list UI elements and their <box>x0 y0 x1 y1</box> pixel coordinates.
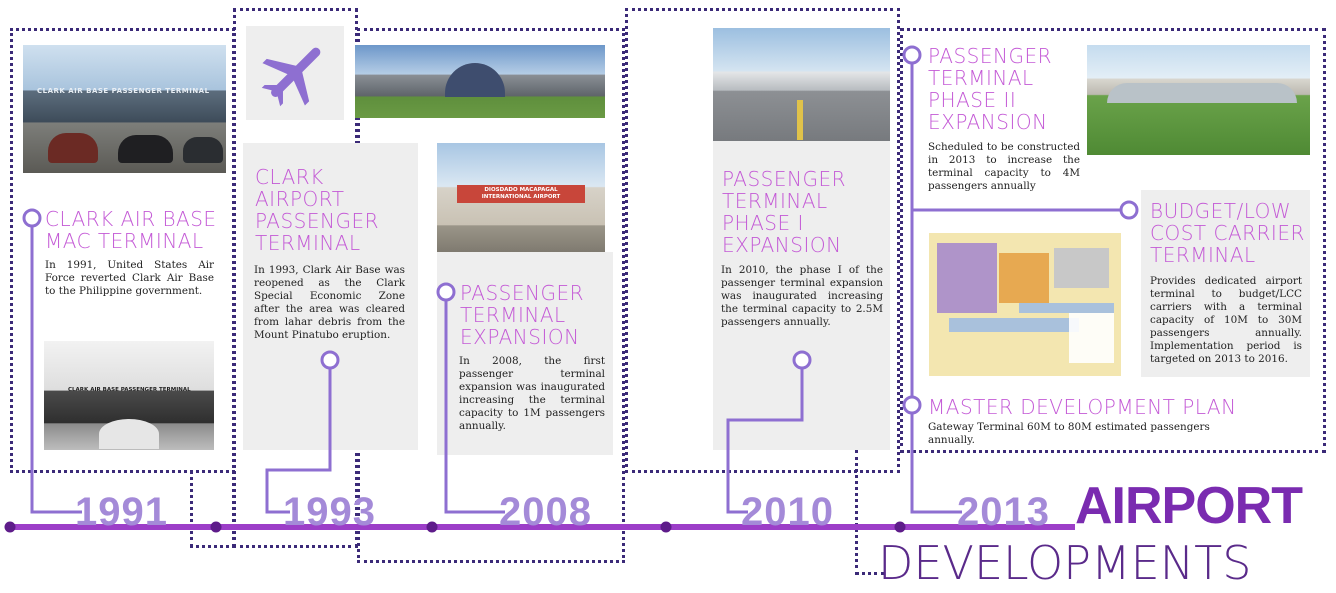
node-master <box>902 395 922 415</box>
heading-budget: BUDGET/LOW COST CARRIER TERMINAL <box>1150 199 1305 267</box>
text-master: Gateway Terminal 60M to 80M estimated pa… <box>928 421 1210 446</box>
connector-1993 <box>265 368 332 514</box>
text-phase2: Scheduled to be constructed in 2013 to i… <box>928 141 1080 192</box>
photo-2008-terminal: DIOSDADO MACAPAGAL INTERNATIONAL AIRPORT <box>437 143 605 252</box>
connector-2013 <box>910 58 962 514</box>
connector-2010 <box>726 368 804 514</box>
photo-2013-phase2 <box>1087 45 1310 155</box>
airplane-icon-tile <box>246 26 344 120</box>
heading-phase2: PASSENGER TERMINAL PHASE II EXPANSION <box>928 44 1052 134</box>
year-2013: 2013 <box>957 490 1050 534</box>
node-2008 <box>436 282 456 302</box>
photo-1991-vintage-caption: CLARK AIR BASE PASSENGER TERMINAL <box>68 387 191 393</box>
node-phase2 <box>902 45 922 65</box>
photo-master-plan <box>929 233 1121 376</box>
timeline-dot-4 <box>660 521 672 533</box>
node-1993 <box>320 350 340 370</box>
connector-2008 <box>444 300 505 514</box>
photo-2010-terminal <box>713 28 890 141</box>
photo-1991-vintage: CLARK AIR BASE PASSENGER TERMINAL <box>44 341 214 450</box>
text-budget: Provides dedicated airport terminal to b… <box>1150 275 1302 365</box>
year-2008: 2008 <box>499 490 592 534</box>
heading-2010: PASSENGER TERMINAL PHASE I EXPANSION <box>722 167 846 257</box>
node-budget <box>1119 200 1139 220</box>
timeline-dot-1 <box>4 521 16 533</box>
heading-1991: CLARK AIR BASE MAC TERMINAL <box>45 207 217 253</box>
timeline-dot-5 <box>894 521 906 533</box>
node-2010 <box>792 350 812 370</box>
text-2008: In 2008, the first passenger terminal ex… <box>459 355 605 432</box>
connector-1991 <box>30 226 82 514</box>
timeline-dot-3 <box>426 521 438 533</box>
title-developments: DEVELOPMENTS <box>878 536 1252 590</box>
text-1993: In 1993, Clark Air Base was reopened as … <box>254 264 405 341</box>
photo-1991-caption: CLARK AIR BASE PASSENGER TERMINAL <box>37 87 210 95</box>
timeline-dot-2 <box>210 521 222 533</box>
title-airport: AIRPORT <box>1075 477 1303 535</box>
year-1991: 1991 <box>75 490 168 534</box>
node-1991 <box>22 208 42 228</box>
frame-2013 <box>900 28 1326 453</box>
year-2010: 2010 <box>741 490 834 534</box>
panel-2008-bg <box>437 252 613 455</box>
panel-budget-bg <box>1141 190 1310 377</box>
frame-2010 <box>625 8 900 473</box>
heading-master: MASTER DEVELOPMENT PLAN <box>928 395 1237 419</box>
heading-2008: PASSENGER TERMINAL EXPANSION <box>460 281 584 349</box>
photo-2008-caption: DIOSDADO MACAPAGAL INTERNATIONAL AIRPORT <box>481 187 561 200</box>
airplane-icon <box>261 47 321 107</box>
heading-1993: CLARK AIRPORT PASSENGER TERMINAL <box>255 165 379 255</box>
year-1993: 1993 <box>283 490 376 534</box>
photo-1991-terminal: CLARK AIR BASE PASSENGER TERMINAL <box>23 45 226 173</box>
photo-1993-terminal <box>355 45 605 118</box>
text-2010: In 2010, the phase I of the passenger te… <box>721 264 883 328</box>
frame-title-link <box>855 450 885 575</box>
text-1991: In 1991, United States Air Force reverte… <box>45 259 214 297</box>
